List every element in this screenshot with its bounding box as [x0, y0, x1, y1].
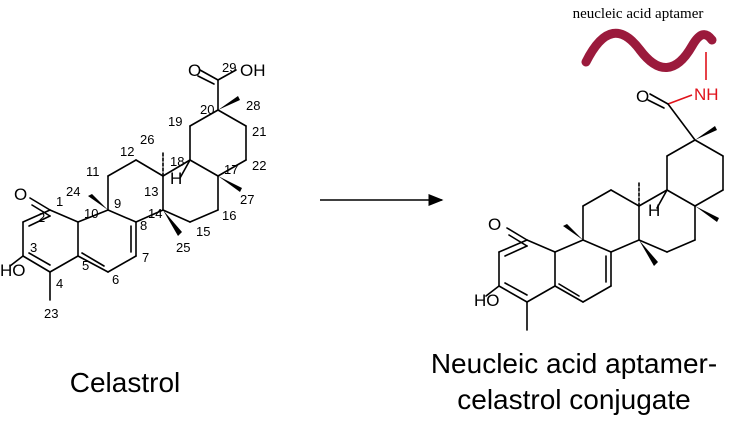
- ring-d-bonds: [162, 159, 219, 223]
- num-3: 3: [30, 240, 37, 255]
- num-22: 22: [252, 158, 266, 173]
- num-29: 29: [222, 60, 236, 75]
- num-10: 10: [84, 206, 98, 221]
- num-1: 1: [56, 194, 63, 209]
- celastrol-carbonyl-o: O: [188, 61, 201, 80]
- celastrol-acid-oh: OH: [240, 61, 266, 80]
- ring-a-bonds: [22, 209, 79, 273]
- num-28: 28: [246, 98, 260, 113]
- conjugate-ring-c: [582, 189, 640, 253]
- conjugate-ring-d: [638, 189, 696, 253]
- num-7: 7: [142, 250, 149, 265]
- amide-n-bond: [667, 94, 693, 105]
- aptamer-label: neucleic acid aptamer: [573, 6, 704, 22]
- num-15: 15: [196, 224, 210, 239]
- num-27: 27: [240, 192, 254, 207]
- num-14: 14: [148, 206, 162, 221]
- celastrol-ketone-o: O: [14, 185, 27, 204]
- num-20: 20: [200, 102, 214, 117]
- conjugate-hydroxyl: HO: [474, 291, 500, 310]
- num-5: 5: [82, 258, 89, 273]
- conjugate-caption-line2: celastrol conjugate: [457, 384, 690, 415]
- num-6: 6: [112, 272, 119, 287]
- num-18: 18: [170, 154, 184, 169]
- num-12: 12: [120, 144, 134, 159]
- conjugate-structure: neucleic acid aptamer NH: [431, 6, 724, 415]
- ring-b-bonds: [77, 209, 137, 273]
- atom-numbering: 1 2 3 4 5 6 7 8 9 10 11 12 13 14 15 16 1…: [30, 60, 266, 321]
- celastrol-h: H: [170, 169, 182, 188]
- num-9: 9: [114, 196, 121, 211]
- num-13: 13: [144, 184, 158, 199]
- num-11: 11: [86, 164, 100, 179]
- num-26: 26: [140, 132, 154, 147]
- ring-e-bonds: [189, 109, 247, 177]
- num-21: 21: [252, 124, 266, 139]
- num-19: 19: [168, 114, 182, 129]
- conjugate-nh: NH: [694, 85, 719, 104]
- celastrol-structure: O HO O OH H 1 2 3 4 5 6 7 8 9 10 11 12 1…: [0, 60, 266, 398]
- num-25: 25: [176, 240, 190, 255]
- conjugate-ring-e: [666, 139, 724, 207]
- conjugate-substituents: [485, 93, 719, 331]
- num-17: 17: [224, 162, 238, 177]
- conjugate-h: H: [648, 201, 660, 220]
- num-24: 24: [66, 184, 80, 199]
- wedge-bonds: [88, 96, 242, 236]
- conjugate-ketone-o: O: [488, 215, 501, 234]
- conjugate-ring-a: [498, 239, 556, 303]
- conjugate-caption-line1: Neucleic acid aptamer-: [431, 348, 717, 379]
- num-16: 16: [222, 208, 236, 223]
- celastrol-caption: Celastrol: [70, 367, 180, 398]
- substituent-bonds: [9, 69, 237, 301]
- num-23: 23: [44, 306, 58, 321]
- num-2: 2: [38, 210, 45, 225]
- aptamer-strand: [581, 28, 717, 72]
- celastrol-hydroxyl: HO: [0, 261, 26, 280]
- conjugate-carbonyl-o: O: [636, 87, 649, 106]
- conjugate-ring-b: [554, 239, 612, 303]
- num-4: 4: [56, 276, 63, 291]
- ring-c-bonds: [107, 159, 164, 223]
- num-8: 8: [140, 218, 147, 233]
